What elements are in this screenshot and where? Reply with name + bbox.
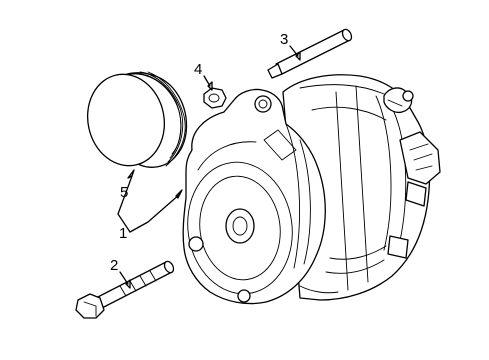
leader-2 [119, 271, 129, 285]
pulley [86, 71, 188, 168]
callout-5: 5 [120, 184, 128, 201]
leader-1-5 [117, 175, 133, 233]
alternator-body [182, 74, 441, 305]
stud [267, 28, 353, 79]
callout-1: 1 [119, 225, 127, 242]
callout-3: 3 [280, 31, 288, 48]
leader-lines [117, 45, 301, 289]
callout-4: 4 [194, 61, 202, 78]
leader-3 [289, 45, 299, 57]
nut [203, 87, 227, 109]
callout-2: 2 [110, 257, 118, 274]
bolt [75, 260, 175, 319]
leader-1 [129, 193, 181, 233]
